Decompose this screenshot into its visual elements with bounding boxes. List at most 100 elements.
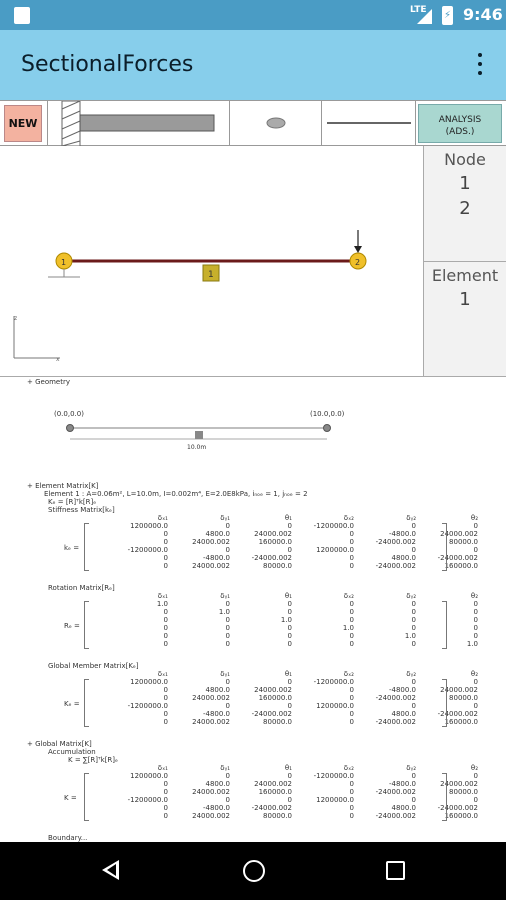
status-bar: LTE ⚡ 9:46 [0,0,506,30]
matrix-cell: -24000.002 [375,694,416,702]
matrix-cell: -24000.002 [437,804,478,812]
matrix-cell: 0 [225,522,230,530]
tool-line[interactable] [322,101,416,146]
matrix-cell: 0 [349,812,354,820]
matrix-col-header: δᵧ₁ [220,592,230,600]
matrix-bracket-left [84,773,89,821]
geometry-diagram: (0.0,0.0) (10.0,0.0) 10.0m [54,410,345,451]
matrix-cell: 24000.002 [254,686,292,694]
matrix-cell: 0 [225,616,230,624]
matrix-cell: 0 [473,546,478,554]
element-matrix-header[interactable]: + Element Matrix[K] [27,482,99,490]
global-matrix-header[interactable]: + Global Matrix[K] [27,740,92,748]
matrix-cell: 0 [163,812,168,820]
element-1-label: 1 [208,270,214,280]
matrix-col-header: δₓ₁ [157,592,168,600]
matrix-cell: 0 [411,546,416,554]
matrix-cell: 0 [349,686,354,694]
matrix-cell: -1200000.0 [127,546,168,554]
matrix-cell: 24000.002 [192,718,230,726]
analysis-button[interactable]: ANALYSIS (ADS.) [418,104,502,143]
matrix-cell: 160000.0 [258,788,292,796]
matrix-cell: 0 [473,624,478,632]
matrix-cell: 4800.0 [391,804,417,812]
matrix-cell: 0 [411,608,416,616]
matrix-bracket-right [442,773,447,821]
analysis-sublabel: (ADS.) [445,127,475,137]
matrix-cell: 1200000.0 [316,546,354,554]
matrix-cell: -24000.002 [437,554,478,562]
matrix-cell: 0 [473,772,478,780]
home-icon[interactable] [243,860,265,882]
matrix-cell: 160000.0 [258,694,292,702]
matrix-cell: 0 [411,640,416,648]
matrix-cell: 0 [473,616,478,624]
node-item[interactable]: 2 [459,198,471,219]
matrix-cell: 80000.0 [449,788,478,796]
app-title: SectionalForces [21,52,194,77]
matrix-cell: 0 [411,678,416,686]
matrix-cell: 0 [225,546,230,554]
overflow-menu-icon[interactable] [474,53,486,79]
matrix-cell: 24000.002 [192,694,230,702]
model-canvas[interactable]: 1 2 1 z x [0,146,423,377]
matrix-cell: 0 [473,608,478,616]
new-button[interactable]: NEW [4,105,42,142]
matrix-cell: 80000.0 [263,562,292,570]
nav-bar [0,842,506,900]
matrix-col-header: δₓ₁ [157,670,168,678]
matrix-cell: 24000.002 [192,812,230,820]
matrix-cell: -4800.0 [388,530,416,538]
matrix-cell: -4800.0 [202,554,230,562]
ke-formula: Kₑ = [R]ᵀk[R]ₑ [48,498,97,506]
matrix-col-header: δₓ₂ [343,514,354,522]
matrix-cell: 0 [349,600,354,608]
matrix-cell: 1200000.0 [130,678,168,686]
global-member-title: Global Member Matrix[Kₑ] [48,662,139,670]
matrix-cell: 0 [473,796,478,804]
node-ellipse-icon [266,117,286,129]
back-icon[interactable] [102,860,119,880]
matrix-cell: 80000.0 [263,718,292,726]
matrix-cell: 160000.0 [444,812,478,820]
matrix-cell: -4800.0 [202,710,230,718]
matrix-cell: 160000.0 [444,718,478,726]
length-label: 10.0m [187,444,206,451]
matrix-cell: 0 [287,608,292,616]
matrix-col-header: θ₁ [284,514,292,522]
matrix-cell: 0 [349,554,354,562]
matrix-cell: 4800.0 [205,780,231,788]
matrix-col-header: δᵧ₁ [220,670,230,678]
geometry-header[interactable]: + Geometry [27,378,70,386]
matrix-cell: -1200000.0 [127,796,168,804]
matrix-cell: 0 [349,788,354,796]
tool-node[interactable] [230,101,322,146]
matrix-cell: 0 [225,632,230,640]
report-panel[interactable]: + Geometry (0.0,0.0) (10.0,0.0) 10.0m + … [0,377,506,842]
matrix-cell: 0 [411,624,416,632]
matrix-cell: 0 [287,624,292,632]
matrix-cell: 80000.0 [449,694,478,702]
matrix-col-header: θ₂ [470,764,478,772]
matrix-cell: -24000.002 [375,718,416,726]
matrix-cell: 0 [473,600,478,608]
node-item[interactable]: 1 [459,173,471,194]
recents-icon[interactable] [386,861,405,880]
matrix-label: kₑ = [64,544,80,552]
matrix-cell: 0 [163,562,168,570]
matrix-cell: 0 [349,710,354,718]
stiffness-title: Stiffness Matrix[kₑ] [48,506,115,514]
matrix-cell: 4800.0 [205,530,231,538]
tool-fixed-support[interactable] [48,100,230,147]
matrix-cell: 0 [349,538,354,546]
matrix-cell: 1200000.0 [316,702,354,710]
matrix-label: Kₑ = [64,700,80,708]
matrix-cell: 0 [225,678,230,686]
structure-drawing: 1 2 1 z x [13,230,367,363]
element-item[interactable]: 1 [459,289,471,310]
matrix-cell: -24000.002 [375,788,416,796]
matrix-cell: 24000.002 [440,780,478,788]
